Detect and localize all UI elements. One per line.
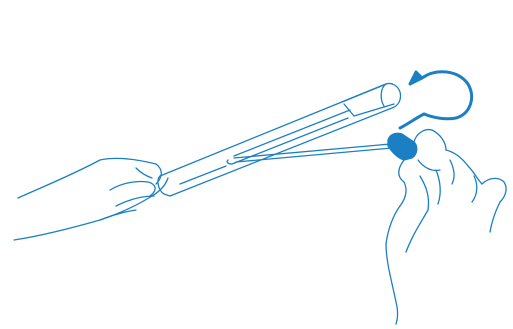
right-hand bbox=[385, 128, 507, 325]
swab-cap bbox=[387, 132, 418, 161]
tube-icon bbox=[157, 82, 402, 197]
left-hand bbox=[13, 157, 169, 241]
rotate-counterclockwise-icon bbox=[398, 70, 473, 130]
swab-stick-icon bbox=[233, 132, 418, 163]
